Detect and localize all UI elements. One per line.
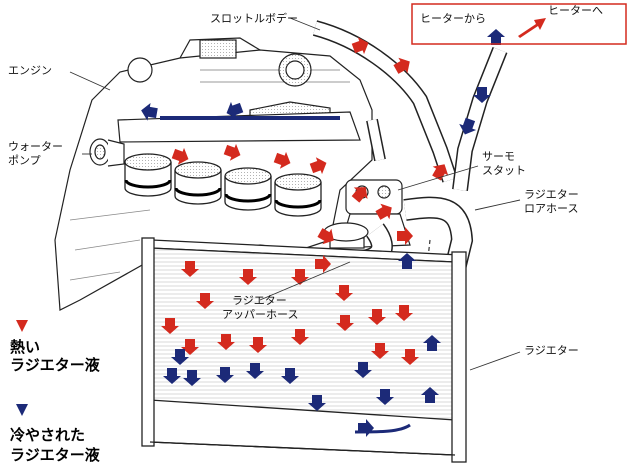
legend: 熱い ラジエター液 冷やされた ラジエター液 [10,320,101,464]
cold-flow-arrow [376,389,394,405]
hot-flow-arrow [336,315,354,331]
cold-flow-arrow [308,395,326,411]
cold-flow-arrow [398,253,416,269]
hot-flow-arrows [161,18,546,365]
label-upper-hose-2: アッパーホース [222,308,298,321]
legend-cold-line-2: ラジエター液 [10,446,101,464]
hot-flow-arrow [335,285,353,301]
cold-flow-arrow [354,362,372,378]
cylinder-1 [124,153,172,197]
radiator-bottom-flow-line [354,423,411,434]
hot-flow-arrow [397,227,413,245]
cold-flow-arrow [459,117,477,135]
hot-flow-arrow [351,37,369,55]
hot-flow-arrow [395,305,413,321]
label-thermostat-2: スタット [482,164,526,177]
hot-flow-arrow [249,337,267,353]
label-thermostat-1: サーモ [482,150,515,163]
label-throttle-body: スロットルボデー [210,11,298,25]
legend-hot-line-2: ラジエター液 [10,356,101,374]
hot-flow-arrow [181,261,199,277]
cold-flow-arrow [421,387,439,403]
hot-flow-arrow [223,143,241,161]
hot-flow-arrow [401,349,419,365]
label-radiator: ラジエター [524,344,579,357]
cold-flow-arrow [423,335,441,351]
hot-flow-arrow [315,255,331,273]
heater-callout-box [411,3,627,45]
water-pump [89,138,125,167]
label-water-pump-1: ウォーター [8,140,63,153]
hot-flow-arrow [371,343,389,359]
cold-flow-arrow [141,102,158,121]
label-from-heater: ヒーターから [420,12,486,25]
label-water-pump-2: ポンプ [8,154,41,167]
hot-flow-arrow [239,269,257,285]
cold-flow-arrow [226,101,244,119]
label-to-heater: ヒーターへ [548,4,603,17]
hot-flow-arrow [291,329,309,345]
cold-flow-arrow [171,349,189,365]
cold-flow-arrow [246,363,264,379]
to-heater-arrow-icon [518,18,546,38]
legend-cold-line-1: 冷やされた [10,426,85,444]
cold-flow-arrow [163,368,181,384]
hot-flow-arrow [309,157,327,175]
radiator-cap [323,222,369,249]
cylinder-2 [174,161,222,205]
legend-hot-line-1: 熱い [10,338,40,356]
hot-flow-arrow [196,293,214,309]
leader-lines [69,17,521,371]
hot-flow-arrow [368,309,386,325]
legend-cold-arrow-icon [16,404,28,416]
hot-flow-arrow [375,203,392,220]
cold-flow-arrow [281,368,299,384]
hot-flow-arrow [181,339,199,355]
label-upper-hose-1: ラジエター [232,294,287,307]
hot-flow-arrow [217,334,235,350]
cylinder-4 [274,173,322,217]
legend-hot-arrow-icon [16,320,28,332]
cold-flow-arrow [487,29,505,45]
hot-flow-arrow [273,151,291,169]
cold-flow-arrow [216,367,234,383]
radiator [141,237,467,463]
cold-flow-arrow [473,87,491,103]
hot-flow-arrow [161,318,179,334]
label-lower-hose-2: ロアホース [524,202,578,215]
cold-flow-arrows [141,29,505,437]
hot-flow-arrow [351,187,368,203]
hot-flow-arrow [317,228,334,245]
hot-flow-arrow [393,57,410,74]
cold-flow-arrow [183,370,201,386]
hot-flow-arrow [432,164,449,181]
cylinder-3 [224,167,272,211]
hot-flow-arrow [171,147,189,165]
label-engine: エンジン [8,64,52,77]
cylinders [124,153,322,217]
label-lower-hose-1: ラジエター [524,188,579,201]
